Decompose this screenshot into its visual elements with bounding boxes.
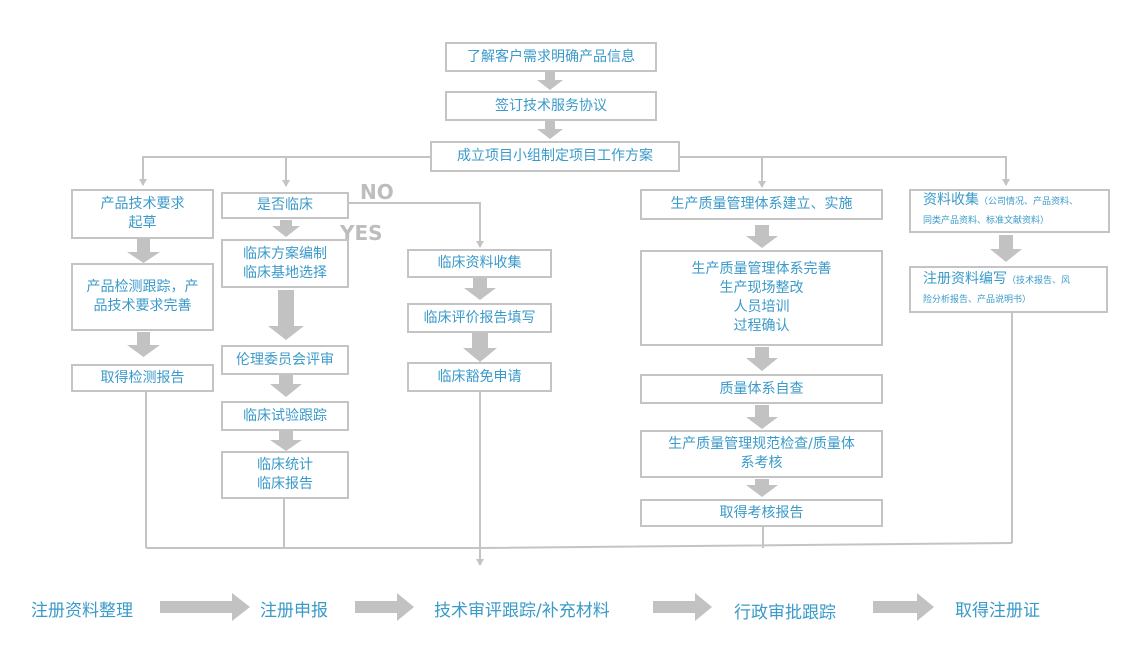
col5-box2-main: 注册资料编写: [923, 270, 1007, 287]
col2-box5-line1: 临床统计: [257, 457, 313, 473]
arrow-col2-1: [272, 220, 300, 237]
col4-audit-report: 取得考核报告: [640, 499, 883, 527]
col4-box3-text: 质量体系自查: [719, 380, 804, 397]
col1-tech-requirement-draft: 产品技术要求 起草: [71, 189, 214, 239]
bottom-step-4: 行政审批跟踪: [734, 603, 836, 623]
bottom-step-2: 注册申报: [260, 601, 328, 621]
col4-box2-line1: 生产质量管理体系完善: [691, 261, 832, 277]
col5-box2-note-b: 险分析报告、产品说明书）: [923, 294, 1032, 305]
arrow-col2-3: [270, 375, 302, 397]
col5-box1-note-b: 同类产品资料、标准文献资料）: [923, 216, 1050, 226]
col5-box1-note-a: （公司情况、产品资料、: [979, 197, 1079, 207]
bottom-step-1: 注册资料整理: [31, 601, 133, 621]
col4-box4-line2: 系考核: [740, 455, 783, 471]
line-collector: [146, 542, 1013, 549]
top-step-1-text: 了解客户需求明确产品信息: [467, 48, 635, 65]
col2-clinical-decision: 是否临床: [221, 192, 349, 219]
arrow-col2-4: [270, 431, 302, 451]
col4-qms-improve: 生产质量管理体系完善 生产现场整改 人员培训 过程确认: [640, 250, 883, 346]
arrow-step2-step3: [537, 121, 563, 139]
arrow-col4-1: [746, 225, 778, 248]
arrow-bottom-3: [653, 593, 712, 621]
col4-box2-line2: 生产现场整改: [719, 280, 804, 296]
arrow-bottom-4: [873, 593, 934, 621]
col5-box2-note-a: （技术报告、风: [1007, 275, 1071, 286]
col1-box2-line2: 品技术要求完善: [93, 298, 192, 314]
top-step-2-text: 签订技术服务协议: [495, 97, 607, 114]
col4-self-inspection: 质量体系自查: [640, 374, 883, 404]
top-step-1: 了解客户需求明确产品信息: [445, 42, 657, 72]
col4-box4-line1: 生产质量管理规范检查/质量体: [668, 436, 855, 452]
col5-box1-main: 资料收集: [923, 192, 979, 208]
arrow-col1-1: [127, 239, 160, 263]
col2-box4-text: 临床试验跟踪: [243, 407, 327, 424]
arrow-bottom-2: [355, 593, 414, 621]
top-step-2: 签订技术服务协议: [445, 91, 657, 121]
col1-box2-line1: 产品检测跟踪，产: [86, 279, 199, 295]
bottom-step-3: 技术审评跟踪/补充材料: [434, 601, 610, 621]
col5-data-collection: 资料收集（公司情况、产品资料、 同类产品资料、标准文献资料）: [909, 189, 1110, 233]
col3-box2-text: 临床评价报告填写: [423, 309, 536, 326]
col4-box2-line3: 人员培训: [733, 299, 790, 315]
arrow-col5-1: [990, 235, 1022, 262]
col3-evaluation-report: 临床评价报告填写: [407, 303, 552, 333]
col2-trial-tracking: 临床试验跟踪: [221, 401, 349, 431]
line-split-left: [139, 156, 430, 186]
line-no-branch: [349, 202, 484, 248]
col2-box5-line2: 临床报告: [257, 476, 313, 492]
arrow-col4-3: [746, 405, 778, 429]
label-no: NO: [360, 180, 394, 204]
col2-box1-text: 是否临床: [257, 197, 313, 213]
col4-box1-text: 生产质量管理体系建立、实施: [670, 196, 853, 212]
arrow-bottom-1: [160, 593, 250, 621]
col2-box2-line2: 临床基地选择: [243, 264, 327, 281]
top-step-3-text: 成立项目小组制定项目工作方案: [457, 148, 653, 164]
col2-ethics-review: 伦理委员会评审: [221, 345, 349, 375]
col2-box2-line1: 临床方案编制: [243, 245, 327, 262]
col4-box5-text: 取得考核报告: [719, 504, 804, 521]
arrow-col2-2: [268, 290, 304, 340]
col1-box1-line2: 起草: [128, 215, 157, 231]
col4-qms-setup: 生产质量管理体系建立、实施: [640, 189, 883, 220]
arrow-col3-1: [464, 278, 496, 300]
line-split-right: [680, 156, 1010, 186]
col1-box3-text: 取得检测报告: [100, 369, 185, 386]
col1-box1-line1: 产品技术要求: [100, 196, 185, 212]
col2-clinical-plan: 临床方案编制 临床基地选择: [221, 239, 349, 288]
col3-box3-text: 临床豁免申请: [437, 368, 522, 385]
col3-clinical-data: 临床资料收集: [407, 249, 552, 278]
block-arrows-down: [127, 72, 1022, 497]
bottom-step-5: 取得注册证: [955, 601, 1040, 621]
col4-gmp-inspection: 生产质量管理规范检查/质量体 系考核: [640, 430, 883, 478]
col2-clinical-report: 临床统计 临床报告: [221, 451, 349, 499]
col1-test-report: 取得检测报告: [71, 364, 214, 392]
col4-box2-line4: 过程确认: [733, 318, 790, 334]
col1-test-tracking: 产品检测跟踪，产 品技术要求完善: [71, 263, 214, 331]
col2-box3-text: 伦理委员会评审: [236, 351, 334, 368]
col3-clinical-exemption: 临床豁免申请: [407, 362, 552, 392]
block-arrows-right: [160, 593, 934, 621]
col3-box1-text: 临床资料收集: [437, 255, 522, 271]
col5-doc-writing: 注册资料编写（技术报告、风 险分析报告、产品说明书）: [909, 266, 1108, 313]
arrow-step1-step2: [537, 72, 563, 90]
arrow-col1-2: [127, 332, 160, 357]
col5-box1-line1: 资料收集（公司情况、产品资料、: [923, 191, 1078, 212]
top-step-3: 成立项目小组制定项目工作方案: [430, 141, 680, 172]
thin-lines: [139, 156, 1013, 566]
arrow-col4-4: [746, 479, 778, 497]
arrow-col4-2: [746, 347, 778, 371]
arrow-col3-2: [463, 333, 497, 362]
col5-box2-line1: 注册资料编写（技术报告、风: [923, 270, 1070, 291]
